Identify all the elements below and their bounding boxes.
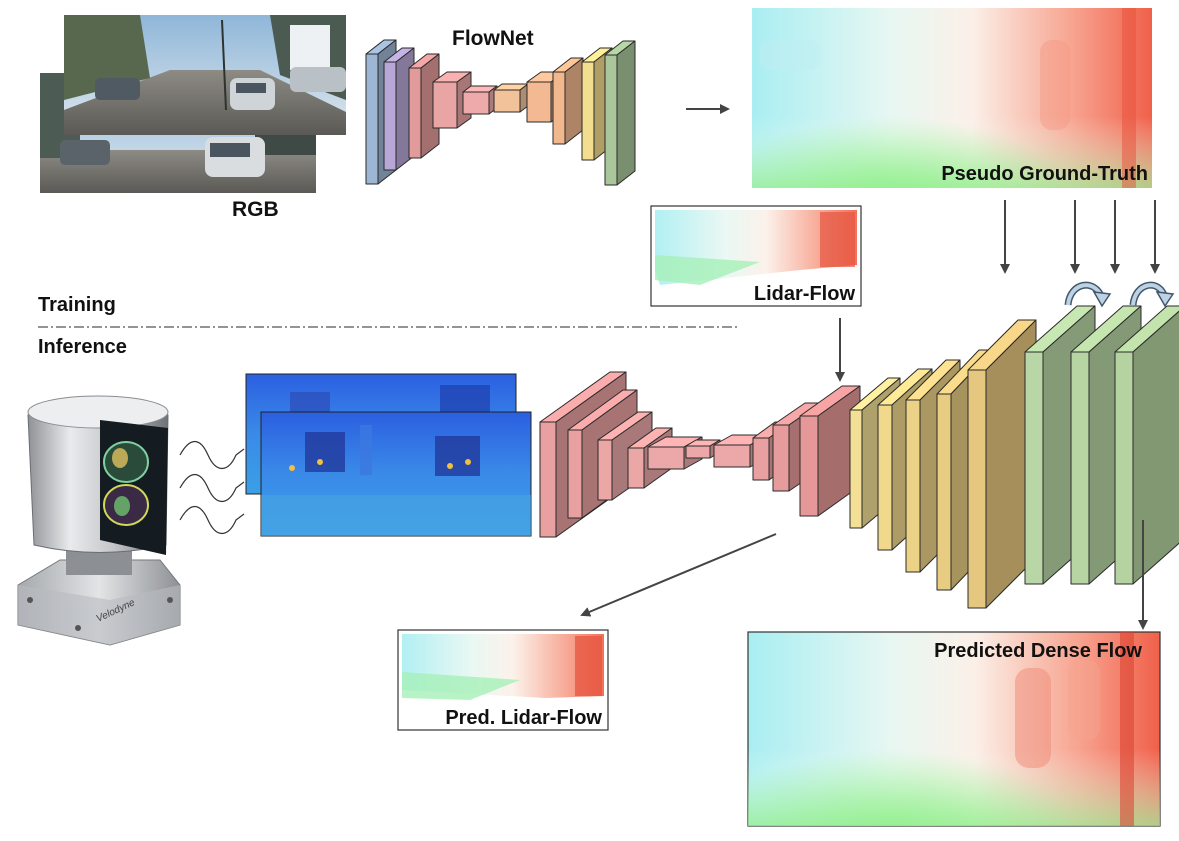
network-layer-8-front [752, 437, 770, 481]
flownet-layer-3 [408, 53, 440, 159]
flownet-layer-10-side [616, 40, 636, 186]
pred-lidar-flow-panel [397, 629, 609, 731]
flownet-layer-7-front [526, 81, 552, 123]
network-layer-1-front [539, 421, 557, 538]
pred-lidar-flow-arrow [580, 533, 777, 617]
flownet-layer-4 [432, 71, 472, 129]
network-layer-11-front [849, 409, 863, 529]
network-layer-17-front [1070, 351, 1090, 585]
network-layer-3-front [597, 439, 613, 501]
flownet-label: FlowNet [452, 27, 534, 50]
network-layer-5-front [647, 446, 685, 470]
flownet-network [365, 39, 636, 186]
network-layer-18-front [1114, 351, 1134, 585]
network-layer-13-front [905, 399, 921, 573]
pseudo-ground-truth-image [752, 8, 1152, 188]
flownet-layer-10 [604, 40, 636, 186]
refinement-loop-arrows [1064, 281, 1175, 308]
network-layer-10-front [799, 415, 819, 517]
flownet-layer-2-front [383, 61, 397, 171]
network-layer-9-front [772, 424, 790, 492]
pseudo-gt-label: Pseudo Ground-Truth [941, 163, 1148, 185]
flownet-layer-10-front [604, 54, 618, 186]
network-layer-18 [1114, 305, 1179, 585]
network-layer-14-front [936, 393, 952, 591]
flownet-layer-5-front [462, 91, 490, 115]
network-layer-15 [967, 319, 1037, 609]
network-layer-16-front [1024, 351, 1044, 585]
network-layer-7-front [713, 444, 751, 468]
flownet-layer-5 [462, 85, 498, 115]
lidar-flow-network [539, 305, 1179, 609]
lidar-flow-label: Lidar-Flow [754, 283, 856, 305]
lidar-depth-image-stack [245, 373, 532, 537]
velodyne-lidar-sensor: Velodyne [17, 395, 181, 646]
rgb-frame-front [64, 15, 346, 135]
flownet-layer-8-side [564, 57, 584, 145]
network-layer-2-front [567, 429, 583, 519]
network-layer-4-front [627, 447, 645, 489]
network-layer-6-front [685, 445, 711, 459]
flownet-layer-3-front [408, 67, 422, 159]
flownet-layer-8 [552, 57, 584, 145]
training-label: Training [38, 294, 116, 316]
depth-frame-front [260, 411, 532, 537]
flownet-layer-8-front [552, 71, 566, 145]
arrows [580, 200, 1160, 630]
predicted-dense-flow-label: Predicted Dense Flow [934, 640, 1142, 662]
lidar-flow-panel [650, 205, 862, 307]
lidar-signal-waves [179, 440, 245, 535]
pred-lidar-flow-label: Pred. Lidar-Flow [445, 707, 602, 729]
network-layer-15-front [967, 369, 987, 609]
rgb-label: RGB [232, 198, 279, 221]
flownet-layer-9-front [581, 61, 595, 161]
flownet-layer-6 [493, 83, 529, 113]
flownet-layer-4-front [432, 81, 458, 129]
network-layer-18-side [1132, 310, 1179, 585]
inference-label: Inference [38, 336, 127, 358]
rgb-image-stack [40, 15, 346, 193]
flownet-layer-1-front [365, 53, 379, 185]
predicted-dense-flow-image [747, 631, 1161, 827]
flownet-layer-6-front [493, 89, 521, 113]
network-layer-12-front [877, 404, 893, 551]
